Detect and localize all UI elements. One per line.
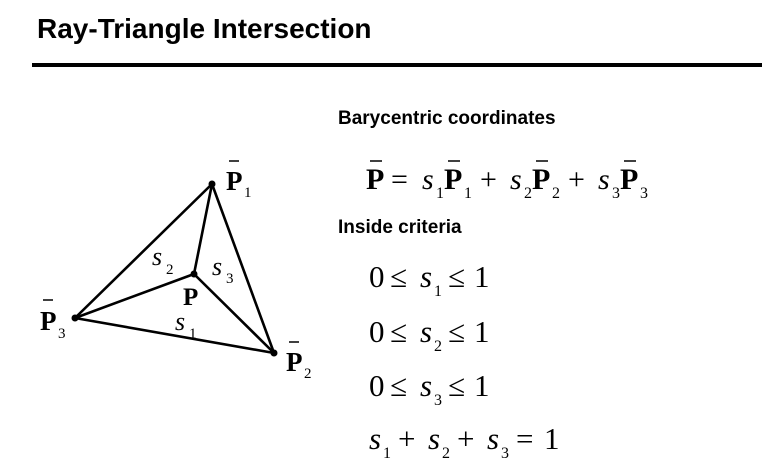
svg-text:+: +	[568, 163, 585, 196]
svg-text:s: s	[428, 421, 440, 456]
svg-text:0: 0	[369, 368, 385, 403]
svg-text:0: 0	[369, 259, 385, 294]
svg-text:≤: ≤	[448, 368, 465, 403]
svg-text:s: s	[369, 421, 381, 456]
svg-text:s: s	[598, 163, 610, 196]
svg-text:P: P	[366, 163, 384, 196]
barycentric-equation: P = s 1 P 1 + s 2 P 2 + s 3 P 3	[366, 160, 648, 202]
svg-text:P: P	[444, 163, 462, 196]
svg-text:s: s	[487, 421, 499, 456]
svg-text:1: 1	[436, 185, 444, 202]
edge-p1-p3	[73, 182, 214, 320]
title-divider	[32, 63, 762, 67]
svg-text:1: 1	[464, 185, 472, 202]
edge-p3-p2	[73, 316, 276, 355]
inside-criteria-heading: Inside criteria	[338, 217, 462, 238]
interior-point-dot	[190, 270, 198, 278]
svg-text:1: 1	[189, 326, 197, 342]
svg-text:P: P	[532, 163, 550, 196]
svg-text:s: s	[510, 163, 522, 196]
vertex-p3-dot	[71, 314, 79, 322]
weight-label-s1: s 1	[175, 307, 197, 342]
svg-text:1: 1	[383, 445, 391, 462]
barycentric-heading: Barycentric coordinates	[338, 108, 556, 129]
triangle-diagram: P 1 P 2 P 3 P s 2 s 3 s 1	[40, 160, 312, 382]
vertex-label-p1: P 1	[226, 160, 252, 201]
svg-text:s: s	[212, 252, 222, 281]
svg-text:3: 3	[501, 445, 509, 462]
svg-text:3: 3	[612, 185, 620, 202]
slide-title: Ray-Triangle Intersection	[37, 13, 372, 44]
svg-text:2: 2	[434, 338, 442, 355]
edge-p1-p2	[210, 182, 276, 355]
interior-point-label: P	[183, 284, 198, 311]
svg-text:+: +	[480, 163, 497, 196]
svg-text:≤: ≤	[390, 259, 407, 294]
svg-text:P: P	[40, 306, 57, 336]
svg-text:s: s	[420, 368, 432, 403]
svg-text:+: +	[457, 421, 474, 456]
svg-text:2: 2	[442, 445, 450, 462]
svg-text:2: 2	[304, 366, 312, 382]
vertex-p1-dot	[208, 180, 216, 188]
svg-text:≤: ≤	[448, 314, 465, 349]
edge-p-p1	[192, 182, 214, 276]
svg-text:s: s	[420, 259, 432, 294]
vertex-label-p3: P 3	[40, 299, 66, 342]
svg-text:=: =	[391, 163, 408, 196]
weight-label-s3: s 3	[212, 252, 234, 287]
svg-text:≤: ≤	[448, 259, 465, 294]
svg-text:s: s	[152, 242, 162, 271]
criterion-s3: 0 ≤ s 3 ≤ 1	[369, 368, 490, 409]
vertex-label-p2: P 2	[286, 341, 312, 382]
svg-text:P: P	[286, 347, 303, 377]
svg-text:s: s	[175, 307, 185, 336]
svg-text:P: P	[226, 166, 243, 196]
edge-p-p3	[73, 272, 196, 320]
svg-text:≤: ≤	[390, 314, 407, 349]
svg-text:2: 2	[524, 185, 532, 202]
weight-label-s2: s 2	[152, 242, 174, 278]
svg-text:s: s	[420, 314, 432, 349]
svg-text:0: 0	[369, 314, 385, 349]
criterion-s2: 0 ≤ s 2 ≤ 1	[369, 314, 490, 355]
svg-text:=: =	[516, 421, 533, 456]
criterion-s1: 0 ≤ s 1 ≤ 1	[369, 259, 490, 300]
criterion-sum: s 1 + s 2 + s 3 = 1	[369, 421, 560, 462]
svg-text:3: 3	[58, 326, 66, 342]
edge-p-p2	[192, 272, 276, 355]
svg-text:3: 3	[226, 271, 234, 287]
svg-text:1: 1	[474, 259, 490, 294]
svg-text:3: 3	[434, 392, 442, 409]
svg-text:1: 1	[474, 368, 490, 403]
svg-text:2: 2	[552, 185, 560, 202]
svg-text:s: s	[422, 163, 434, 196]
vertex-p2-dot	[270, 349, 278, 357]
svg-text:2: 2	[166, 262, 174, 278]
svg-text:≤: ≤	[390, 368, 407, 403]
svg-text:1: 1	[434, 283, 442, 300]
svg-text:1: 1	[474, 314, 490, 349]
svg-text:1: 1	[544, 421, 560, 456]
svg-text:+: +	[398, 421, 415, 456]
svg-text:3: 3	[640, 185, 648, 202]
svg-text:1: 1	[244, 185, 252, 201]
svg-text:P: P	[620, 163, 638, 196]
